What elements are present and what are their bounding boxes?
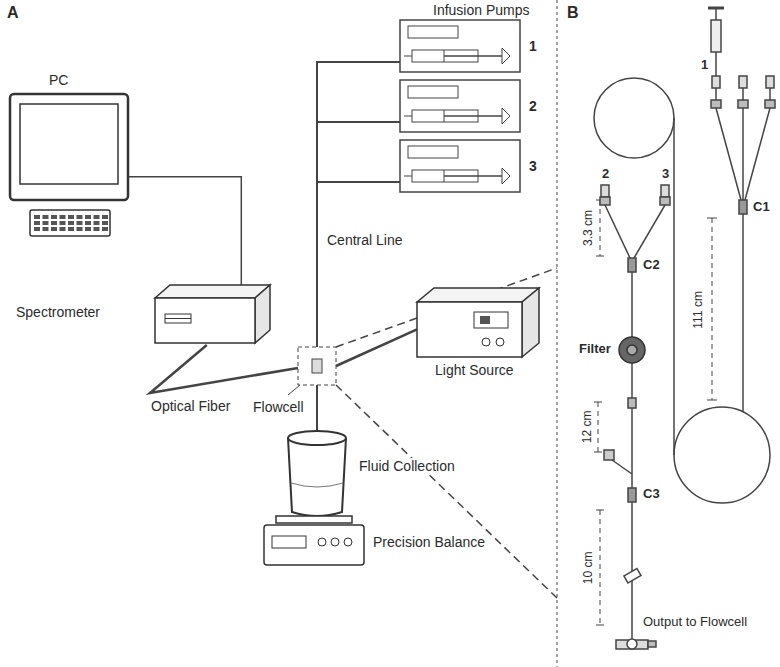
- node-label: 3: [528, 158, 538, 174]
- dimension-line: [594, 200, 717, 625]
- dimension-label: 10 cm: [582, 551, 596, 586]
- light-source: Light Source: [412, 282, 552, 382]
- coiled-tubing: [594, 78, 770, 503]
- node-label: Light Source: [434, 362, 515, 378]
- infusion-pump: 2: [398, 80, 548, 135]
- manifold-c2: [600, 185, 670, 272]
- central-line: [316, 385, 318, 431]
- line-label: Central Line: [326, 232, 404, 248]
- panel-letter: B: [566, 4, 580, 22]
- collection-beaker: Fluid Collection: [282, 428, 472, 520]
- dimension-label: 111 cm: [692, 290, 706, 330]
- manifold-c1: [711, 76, 775, 214]
- computer: PC: [8, 72, 133, 240]
- node-label: Spectrometer: [15, 304, 101, 320]
- part-label: Filter: [578, 342, 612, 357]
- zoom-line: [336, 385, 557, 598]
- infusion-pump-drawing: [398, 140, 548, 195]
- panel-letter: A: [6, 4, 20, 22]
- connector-label: C2: [642, 258, 661, 273]
- node-label: 1: [528, 38, 538, 54]
- filter-line: [604, 272, 656, 649]
- group-heading: Infusion Pumps: [432, 2, 531, 18]
- node-label: Fluid Collection: [358, 458, 456, 474]
- node-label: Precision Balance: [372, 534, 486, 550]
- optical-fiber: [336, 329, 417, 366]
- infusion-pump: 3: [398, 140, 548, 195]
- panel-divider: [557, 0, 558, 667]
- precision-balance: Precision Balance: [262, 514, 492, 572]
- node-label: Flowcell: [252, 399, 305, 415]
- infusion-pump: 1: [398, 20, 548, 75]
- node-label: 2: [528, 98, 538, 114]
- syringe: [708, 8, 724, 76]
- dimension-label: 3.3 cm: [582, 209, 596, 247]
- connector-label: C3: [642, 487, 661, 502]
- node-label: PC: [48, 72, 69, 88]
- central-line: [317, 62, 400, 347]
- infusion-pump-drawing: [398, 20, 548, 75]
- port-number: 2: [601, 167, 610, 182]
- data-cable: [128, 177, 241, 285]
- flowcell: Flowcell: [252, 345, 342, 417]
- central-line: [317, 182, 400, 347]
- port-number: 3: [661, 167, 670, 182]
- optical-fiber: [150, 345, 298, 393]
- connector-label: C1: [752, 200, 771, 215]
- spectrometer: Spectrometer: [15, 280, 275, 350]
- port-number: 1: [700, 58, 709, 73]
- part-label: Output to Flowcell: [642, 615, 748, 630]
- dimension-label: 12 cm: [581, 410, 595, 445]
- computer-drawing: [8, 72, 133, 240]
- line-label: Optical Fiber: [150, 398, 231, 414]
- infusion-pump-drawing: [398, 80, 548, 135]
